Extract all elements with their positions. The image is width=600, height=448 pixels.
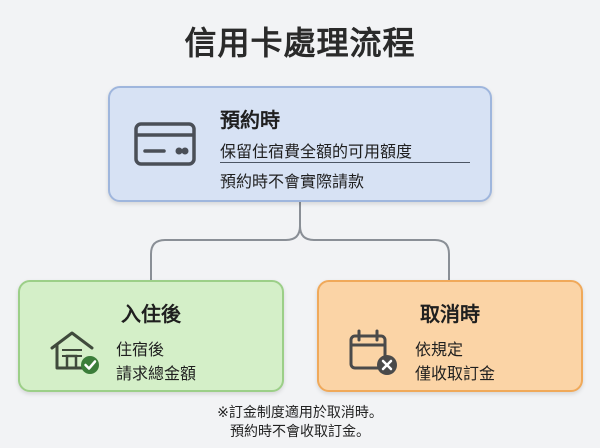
reservation-heading: 預約時: [220, 108, 280, 132]
checkin-detail-full-charge: 請求總金額: [116, 364, 197, 383]
checkin-detail-after-stay: 住宿後: [116, 340, 165, 359]
page-title: 信用卡處理流程: [184, 24, 416, 62]
credit-card-icon: [132, 120, 198, 168]
reservation-card: 預約時 保留住宿費全額的可用額度 預約時不會實際請款: [108, 86, 492, 202]
reservation-detail-hold: 保留住宿費全額的可用額度: [220, 142, 413, 161]
house-check-icon: [48, 328, 102, 376]
footnote-line-2: 預約時不會收取訂金。: [230, 424, 370, 440]
footnote-line-1: ※訂金制度適用於取消時。: [217, 405, 383, 421]
reservation-detail-no-charge: 預約時不會實際請款: [220, 172, 365, 191]
cancellation-detail-deposit: 僅收取訂金: [415, 364, 496, 383]
footnote: ※訂金制度適用於取消時。 預約時不會收取訂金。: [0, 404, 600, 442]
connector-right-branch: [299, 225, 450, 280]
checkin-heading: 入住後: [121, 302, 181, 326]
connector-trunk: [150, 202, 301, 280]
cancellation-heading: 取消時: [420, 302, 480, 326]
cancellation-card: 取消時 依規定 僅收取訂金: [317, 280, 583, 392]
checkin-card: 入住後 住宿後 請求總金額: [18, 280, 284, 392]
cancellation-detail-rule: 依規定: [415, 340, 464, 359]
reservation-divider: [220, 162, 470, 163]
calendar-cancel-icon: [347, 328, 401, 376]
